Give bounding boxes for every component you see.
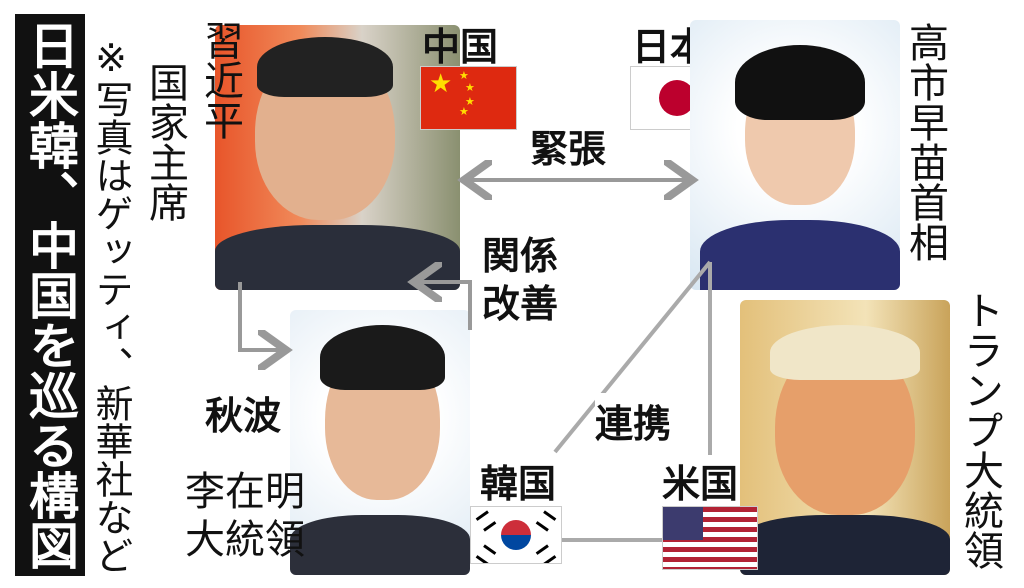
us-flag-icon	[662, 506, 758, 570]
trump-name: トランプ大統領	[957, 290, 1003, 570]
xi-name: 習近平	[197, 20, 243, 140]
korea-flag-icon	[470, 506, 562, 564]
lee-jae-myung-photo	[290, 310, 470, 575]
tension-label: 緊張	[530, 127, 607, 171]
china-flag-icon: ★ ★ ★ ★ ★	[420, 66, 517, 130]
japan-korea-line	[553, 260, 712, 454]
diagram-title: 日米韓、中国を巡る構図	[15, 14, 85, 576]
china-to-korea-arrow	[238, 282, 282, 350]
relation-improvement-label: 関係改善	[482, 234, 559, 326]
lee-name-line2: 大統領	[185, 517, 305, 563]
us-label: 米国	[662, 462, 739, 506]
lee-name-line1: 李在明	[185, 469, 305, 515]
photo-credit-note: ※写真はゲッティ、新華社など	[89, 36, 133, 574]
overture-label: 秋波	[205, 394, 282, 438]
trump-photo	[740, 300, 950, 575]
korea-to-china-arrow	[418, 282, 472, 330]
cooperation-label: 連携	[595, 393, 672, 448]
korea-label: 韓国	[480, 462, 557, 506]
takaichi-photo	[690, 20, 900, 290]
xi-jinping-photo	[215, 25, 460, 290]
xi-role: 国家主席	[142, 62, 188, 222]
china-label: 中国	[422, 25, 499, 69]
takaichi-name: 高市早苗首相	[902, 22, 948, 262]
lee-name: 李在明 大統領	[185, 468, 305, 564]
